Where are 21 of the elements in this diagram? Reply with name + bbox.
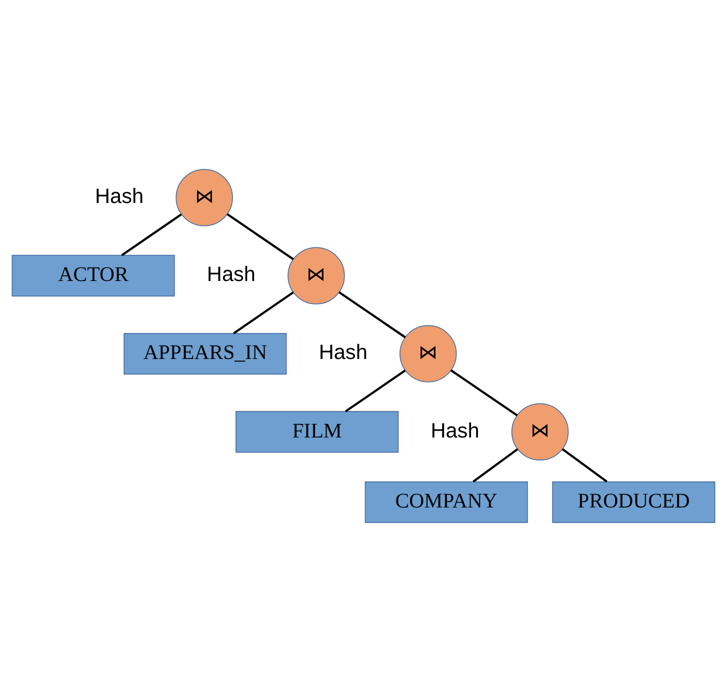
node-box: ACTOR: [12, 254, 175, 296]
node-label: Hash: [430, 418, 480, 442]
connector: [562, 448, 608, 482]
node-box: APPEARS_IN: [124, 332, 287, 374]
node-label: Hash: [206, 262, 256, 286]
node-circle: ⋈: [400, 324, 457, 382]
connector: [344, 369, 406, 412]
node-label: Hash: [318, 340, 368, 364]
connector: [472, 448, 518, 482]
node-circle: ⋈: [511, 402, 569, 460]
node-label: Hash: [95, 184, 144, 208]
node-box: COMPANY: [364, 480, 528, 522]
connector: [226, 212, 294, 260]
connector: [338, 290, 406, 338]
node-box: PRODUCED: [552, 480, 716, 522]
node-circle: ⋈: [176, 168, 233, 226]
connector: [121, 212, 182, 256]
connector: [233, 291, 294, 334]
connector: [450, 368, 518, 416]
node-circle: ⋈: [288, 246, 345, 304]
node-box: FILM: [236, 410, 399, 452]
